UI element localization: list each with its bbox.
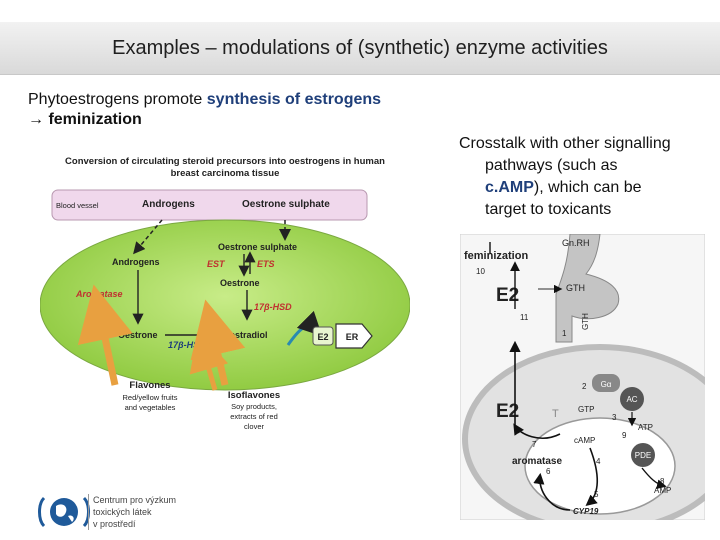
estrogen-conversion-diagram: Conversion of circulating steroid precur… xyxy=(40,150,410,435)
intro-highlight: synthesis of estrogens xyxy=(206,91,382,108)
aromatase-label: Aromatase xyxy=(75,289,123,299)
gtp-label: GTP xyxy=(578,405,594,414)
flavones-sub-2: and vegetables xyxy=(125,403,176,412)
flavones-arrow xyxy=(77,284,133,386)
crosstalk-line-1: Crosstalk with other signalling xyxy=(459,135,671,152)
er-label: ER xyxy=(346,332,359,342)
e2-bottom: E2 xyxy=(496,401,519,422)
oestrone-left: Oestrone xyxy=(118,330,158,340)
pituitary-shape xyxy=(555,234,620,343)
hsd-left-label: 17β-HSD xyxy=(168,340,206,350)
intro-line-1: Phytoestrogens promote synthesis of estr… xyxy=(28,90,381,110)
e2-label: E2 xyxy=(317,332,328,342)
er-box xyxy=(335,323,373,349)
androgens-top: Androgens xyxy=(142,199,195,210)
globe-logo-icon xyxy=(38,496,90,528)
blood-vessel-label: Blood vessel xyxy=(56,201,99,210)
crosstalk-line-4: target to toxicants xyxy=(485,201,612,218)
atp-label: ATP xyxy=(638,423,653,432)
cyp19-label: CYP19 xyxy=(573,507,599,516)
oestrone-sulphate-top: Oestrone sulphate xyxy=(242,199,330,210)
camp-signalling-diagram: feminization Gn.RH 10 E2 GTH 11 1 GTH Gα… xyxy=(460,234,705,520)
diagram-heading-2: breast carcinoma tissue xyxy=(171,168,280,179)
step-9: 9 xyxy=(622,431,627,440)
isoflavones-sub-1: Soy products, xyxy=(231,402,277,411)
camp-to-cyp19-arrow xyxy=(585,447,599,507)
crosstalk-line-3: c.AMP), which can be xyxy=(459,177,709,199)
logo-line-2: toxických látek xyxy=(93,507,152,517)
androgens-cell: Androgens xyxy=(112,257,160,267)
logo-line-3: v prostředí xyxy=(93,519,136,529)
crosstalk-highlight: c.AMP xyxy=(485,179,534,196)
pde-shape xyxy=(631,443,655,467)
nucleus xyxy=(524,417,676,515)
hsd-right-label: 17β-HSD xyxy=(254,302,292,312)
step-11: 11 xyxy=(520,313,529,322)
isoflavones-arrow-2 xyxy=(189,330,229,391)
step-2: 2 xyxy=(582,382,587,391)
ac-shape xyxy=(620,387,644,411)
ac-label: AC xyxy=(626,395,637,404)
t-to-e2-arrow xyxy=(513,423,561,439)
step-10: 10 xyxy=(476,267,485,276)
crosstalk-text: Crosstalk with other signalling pathways… xyxy=(459,133,709,221)
flavones-sub-1: Red/yellow fruits xyxy=(122,393,177,402)
aromatase-right: aromatase xyxy=(512,456,562,467)
intro-plain: Phytoestrogens promote xyxy=(28,91,207,108)
slide-title: Examples – modulations of (synthetic) en… xyxy=(112,37,608,59)
crosstalk-line-3-rest: ), which can be xyxy=(533,179,642,196)
isoflavones-sub-2: extracts of red xyxy=(230,412,278,421)
logo-text: Centrum pro výzkum toxických látek v pro… xyxy=(93,494,176,530)
isoflavones-label: Isoflavones xyxy=(228,390,280,401)
crosstalk-line-2: pathways (such as xyxy=(485,157,618,174)
e2-box xyxy=(312,326,334,346)
flavones-label: Flavones xyxy=(129,380,170,391)
gth-label: GTH xyxy=(566,283,585,293)
est-label: EST xyxy=(207,259,226,269)
intro-feminization: feminization xyxy=(44,111,142,128)
diagram-heading-1: Conversion of circulating steroid precur… xyxy=(65,156,385,167)
institution-logo: Centrum pro výzkum toxických látek v pro… xyxy=(36,492,206,532)
step-5: 5 xyxy=(594,490,599,499)
t-label: T xyxy=(552,408,559,420)
g-alpha-shape xyxy=(592,374,620,392)
logo-divider xyxy=(88,494,89,530)
cyp19-to-aromatase-arrow xyxy=(533,472,571,511)
pde-label: PDE xyxy=(635,451,651,460)
step-4: 4 xyxy=(596,457,601,466)
title-bar: Examples – modulations of (synthetic) en… xyxy=(0,22,720,75)
gnrh-label: Gn.RH xyxy=(562,238,590,248)
camp-label: cAMP xyxy=(574,436,595,445)
gth-vertical: GTH xyxy=(581,313,590,330)
intro-line-2: → feminization xyxy=(28,110,381,130)
pde-to-amp-arrow xyxy=(641,467,667,490)
logo-line-1: Centrum pro výzkum xyxy=(93,495,177,505)
step-3: 3 xyxy=(612,413,617,422)
feminization-label: feminization xyxy=(464,250,528,262)
isoflavones-sub-3: clover xyxy=(244,422,265,431)
amp-label: AMP xyxy=(654,486,671,495)
step-6: 6 xyxy=(546,467,551,476)
intro-text: Phytoestrogens promote synthesis of estr… xyxy=(28,90,381,130)
e2-top: E2 xyxy=(496,285,519,306)
ets-label: ETS xyxy=(257,259,275,269)
step-7: 7 xyxy=(532,440,537,449)
g-alpha-label: Gα xyxy=(601,380,612,389)
oestradiol-label: Oestradiol xyxy=(223,330,268,340)
step-1: 1 xyxy=(562,329,567,338)
oestrone-right: Oestrone xyxy=(220,278,260,288)
oestrone-sulphate-cell: Oestrone sulphate xyxy=(218,242,297,252)
right-arrow-icon: → xyxy=(28,111,44,128)
